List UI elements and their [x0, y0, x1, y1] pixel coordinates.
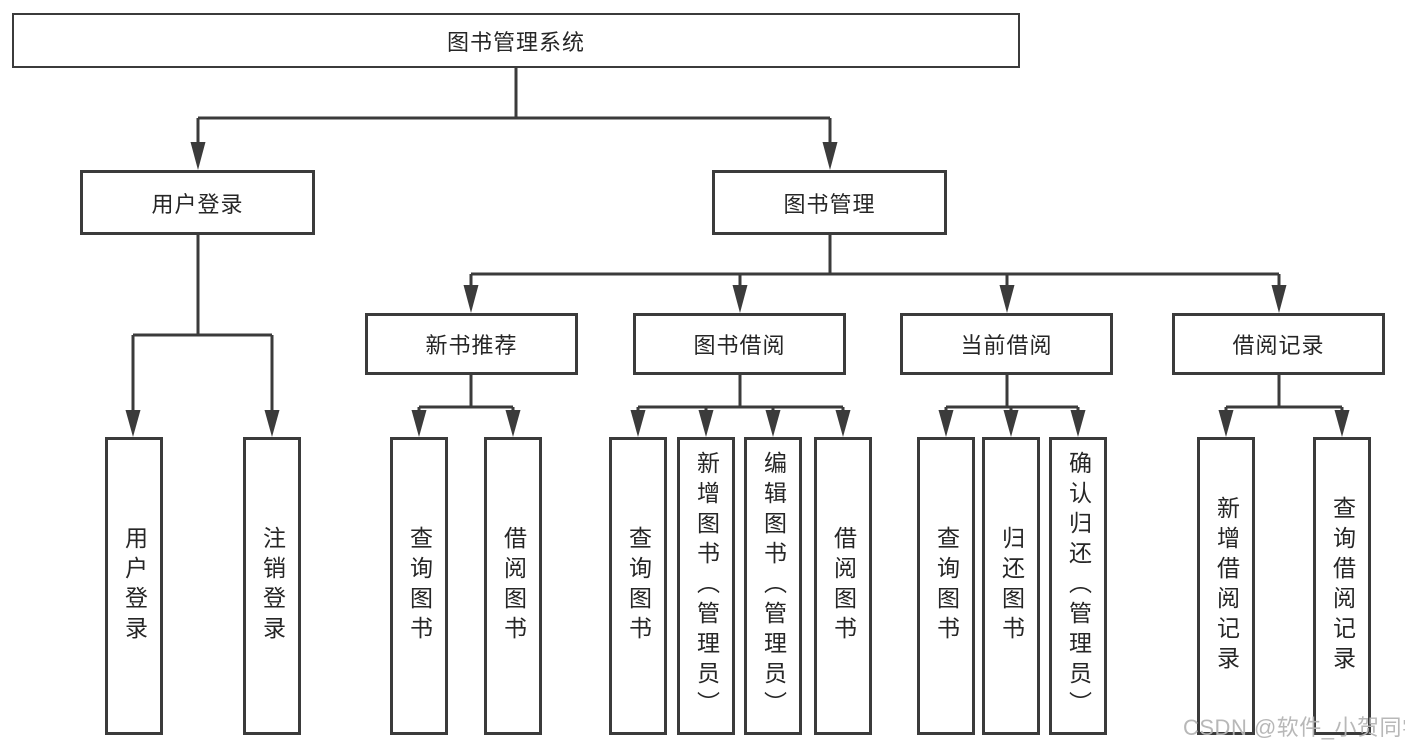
- node-label: 借阅图书: [500, 526, 527, 646]
- leaf-query-books-2: 查询图书: [609, 437, 667, 735]
- node-label: 归还图书: [998, 526, 1025, 646]
- leaf-add-books-admin: 新增图书（管理员）: [677, 437, 735, 735]
- node-current-borrow: 当前借阅: [900, 313, 1113, 375]
- node-label: 图书管理系统: [446, 29, 585, 55]
- node-borrow-records: 借阅记录: [1172, 313, 1385, 375]
- leaf-edit-books-admin: 编辑图书（管理员）: [744, 437, 802, 735]
- node-label: 用户登录: [121, 526, 148, 646]
- node-label: 注销登录: [259, 526, 286, 646]
- node-label: 编辑图书（管理员）: [760, 451, 787, 721]
- node-label: 用户登录: [151, 191, 244, 217]
- node-new-book-recommend: 新书推荐: [365, 313, 578, 375]
- node-label: 查询图书: [406, 526, 433, 646]
- node-book-borrow: 图书借阅: [633, 313, 846, 375]
- node-label: 当前借阅: [960, 333, 1053, 358]
- node-label: 图书借阅: [693, 333, 786, 358]
- leaf-query-books-3: 查询图书: [917, 437, 975, 735]
- node-user-login: 用户登录: [80, 170, 315, 235]
- leaf-query-borrow-record: 查询借阅记录: [1313, 437, 1371, 735]
- node-root-library-management-system: 图书管理系统: [12, 13, 1020, 68]
- node-label: 新增借阅记录: [1213, 496, 1240, 676]
- leaf-borrow-books-1: 借阅图书: [484, 437, 542, 735]
- leaf-add-borrow-record: 新增借阅记录: [1197, 437, 1255, 735]
- node-label: 借阅记录: [1232, 333, 1325, 358]
- node-label: 确认归还（管理员）: [1065, 451, 1092, 721]
- arrowheads: [125, 142, 1350, 437]
- node-label: 查询图书: [933, 526, 960, 646]
- leaf-logout: 注销登录: [243, 437, 301, 735]
- node-book-management: 图书管理: [712, 170, 947, 235]
- leaf-user-login: 用户登录: [105, 437, 163, 735]
- leaf-borrow-books-2: 借阅图书: [814, 437, 872, 735]
- leaf-query-books-1: 查询图书: [390, 437, 448, 735]
- node-label: 查询图书: [625, 526, 652, 646]
- leaf-return-books: 归还图书: [982, 437, 1040, 735]
- node-label: 借阅图书: [830, 526, 857, 646]
- node-label: 查询借阅记录: [1329, 496, 1356, 676]
- connector-paths: [131, 68, 1344, 418]
- csdn-watermark: CSDN @软件_小贺同学: [1183, 715, 1405, 740]
- leaf-confirm-return-admin: 确认归还（管理员）: [1049, 437, 1107, 735]
- node-label: 新增图书（管理员）: [693, 451, 720, 721]
- node-label: 图书管理: [783, 191, 876, 217]
- node-label: 新书推荐: [425, 333, 518, 358]
